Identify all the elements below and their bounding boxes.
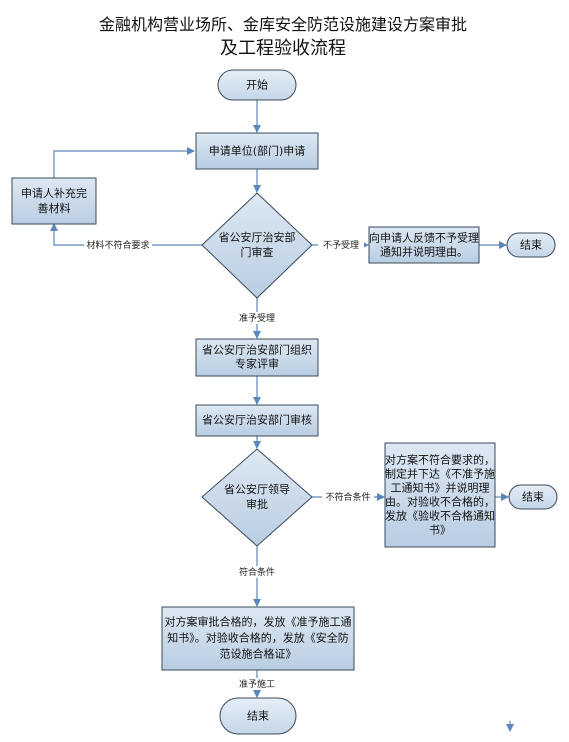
- node-apply-text: 申请单位(部门)申请: [209, 144, 306, 158]
- node-end-2: 结束: [508, 484, 558, 510]
- node-reject-notice-text-line-2: 通知并说明理由。: [380, 245, 468, 259]
- edge-label-accepted: 准予受理: [239, 312, 275, 324]
- node-pass-notice: 对方案审批合格的，发放《准予施工通知书》。对验收合格的，发放《安全防范设施合格证…: [161, 606, 355, 671]
- node-pass-notice-text-line-2: 知书》。对验收合格的，发放《安全防: [167, 631, 349, 645]
- node-fail-notice-text-line-4: 由。对验收不合格的，: [385, 495, 495, 509]
- node-end-3-text-line-1: 结束: [247, 710, 269, 723]
- diagram-title-line1: 金融机构营业场所、金库安全防范设施建设方案审批: [99, 15, 467, 34]
- node-fail-notice-text: 对方案不符合要求的，制定并下达《不准予施工通知书》并说明理由。对验收不合格的，发…: [385, 453, 495, 537]
- node-expert-text-line-2: 专家评审: [235, 357, 279, 371]
- node-apply: 申请单位(部门)申请: [195, 132, 319, 170]
- node-end-1-text-line-1: 结束: [520, 239, 542, 252]
- node-reject-notice-text-line-1: 向申请人反馈不予受理: [369, 231, 479, 245]
- edge-label-qualified: 符合条件: [239, 566, 275, 578]
- node-apply-text-line-1: 申请单位(部门)申请: [209, 144, 306, 158]
- edge-label-not-qualified: 不符合条件: [325, 491, 370, 503]
- node-end-1: 结束: [506, 232, 556, 258]
- node-fail-notice-text-line-2: 制定并下达《不准予施: [385, 467, 495, 481]
- node-audit-text: 省公安厅治安部门审核: [202, 413, 312, 427]
- node-end-2-text: 结束: [522, 491, 544, 504]
- node-fail-notice-text-line-5: 发放《验收不合格通知: [385, 509, 495, 523]
- node-end-3: 结束: [219, 697, 297, 735]
- node-end-3-text: 结束: [247, 710, 269, 723]
- node-fail-notice-text-line-3: 工通知书》并说明理: [391, 481, 490, 495]
- node-expert-text-line-1: 省公安厅治安部门组织: [202, 343, 312, 357]
- node-start-text-line-1: 开始: [246, 78, 268, 92]
- node-fail-notice: 对方案不符合要求的，制定并下达《不准予施工通知书》并说明理由。对验收不合格的，发…: [384, 442, 496, 548]
- node-pass-notice-text: 对方案审批合格的，发放《准予施工通知书》。对验收合格的，发放《安全防范设施合格证…: [165, 615, 352, 661]
- node-audit: 省公安厅治安部门审核: [195, 404, 319, 437]
- node-review-text-line-2: 门审查: [241, 245, 274, 259]
- edge-label-incomplete: 材料不符合要求: [86, 239, 149, 251]
- node-review-text-line-1: 省公安厅治安部: [219, 230, 296, 244]
- node-leader-text-line-1: 省公安厅领导: [224, 482, 290, 496]
- edge-label-not-accepted: 不予受理: [323, 239, 359, 251]
- node-supplement-text-line-1: 申请人补充完: [21, 186, 87, 200]
- edge-review-to-supplement: [50, 223, 202, 246]
- node-supplement-text-line-2: 善材料: [38, 201, 71, 215]
- node-leader-text-line-2: 审批: [246, 497, 268, 511]
- node-fail-notice-text-line-6: 书》: [429, 524, 451, 537]
- node-fail-notice-text-line-1: 对方案不符合要求的，: [385, 453, 495, 467]
- diagram-title-line2: 及工程验收流程: [220, 38, 346, 59]
- node-end-1-text: 结束: [520, 239, 542, 252]
- node-pass-notice-text-line-3: 范设施合格证》: [220, 647, 297, 661]
- node-audit-text-line-1: 省公安厅治安部门审核: [202, 413, 312, 427]
- node-pass-notice-text-line-1: 对方案审批合格的，发放《准予施工通: [165, 615, 352, 629]
- edge-label-allow-construction: 准予施工: [239, 678, 275, 690]
- node-start: 开始: [217, 69, 297, 101]
- edge-supplement-to-apply: [53, 147, 195, 178]
- node-end-2-text-line-1: 结束: [522, 491, 544, 504]
- node-start-text: 开始: [246, 78, 268, 92]
